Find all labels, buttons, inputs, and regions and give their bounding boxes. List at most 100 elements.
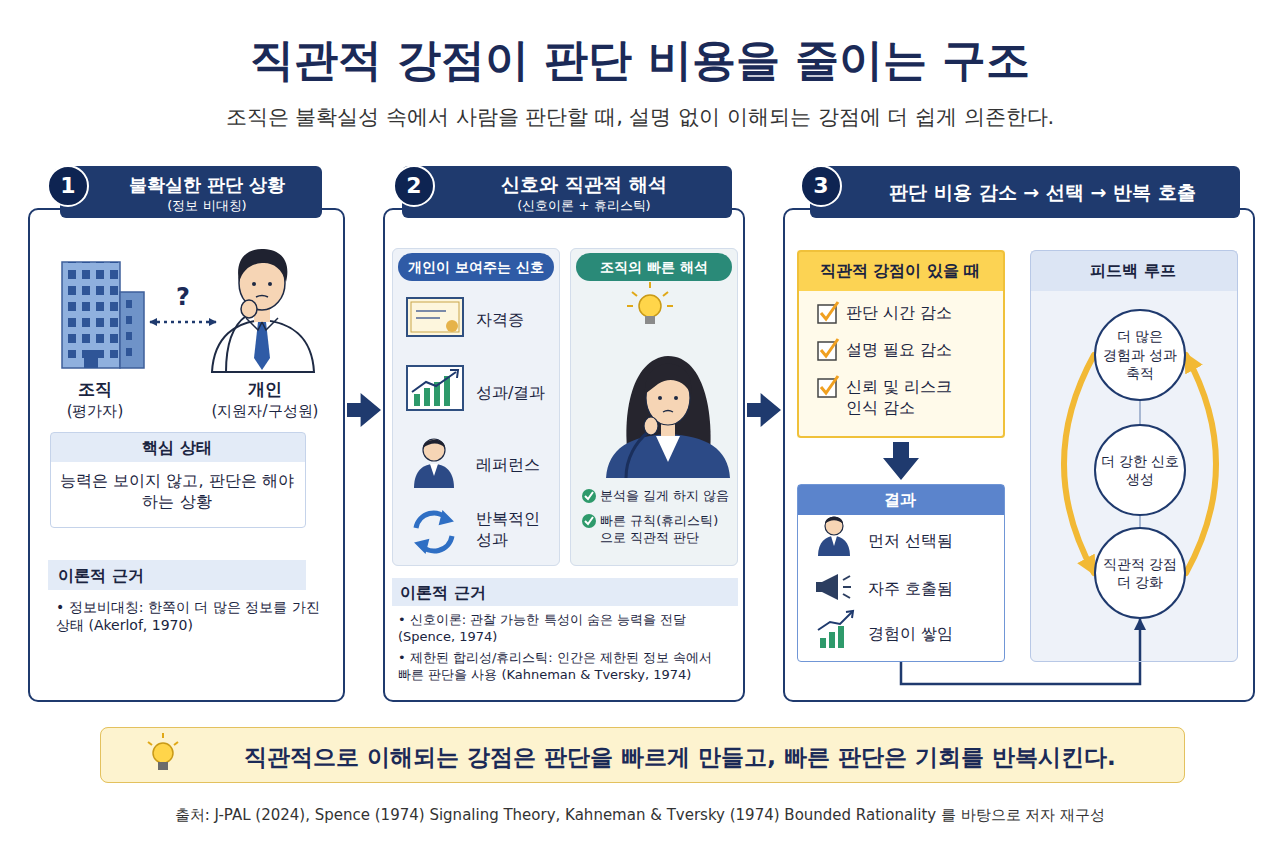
header-pill	[398, 253, 554, 281]
megaphone-icon	[816, 574, 851, 600]
result-box: 결과먼저 선택됨자주 호출됨경험이 쌓임	[797, 484, 1005, 662]
node-text: 자격증	[476, 309, 556, 330]
question-mark: ?	[168, 282, 198, 314]
state-box: 핵심 상태능력은 보이지 않고, 판단은 해야 하는 상황	[50, 432, 306, 528]
header-band	[1031, 251, 1237, 291]
node-heading: 개인이 보여주는 신호	[398, 258, 554, 276]
evaluator-figure	[606, 356, 730, 478]
actor-name: 조직	[40, 378, 150, 400]
repeat-icon	[416, 512, 452, 552]
loop-circle: 더 강한 신호 생성	[1094, 424, 1186, 516]
link-line	[1139, 516, 1141, 527]
node-text: 분석을 길게 하지 않음	[600, 487, 734, 504]
node-text: (정보 비대칭)	[92, 197, 322, 214]
node-text: 능력은 보이지 않고, 판단은 해야 하는 상황	[60, 470, 294, 512]
panel: 신호와 직관적 해석(신호이론 + 휴리스틱)2개인이 보여주는 신호자격증성과…	[383, 208, 745, 702]
node-heading: 조직의 빠른 해석	[576, 258, 732, 276]
interpretation-box: 조직의 빠른 해석분석을 길게 하지 않음빠른 규칙(휴리스틱)으로 직관적 판…	[570, 248, 738, 566]
node-heading: 더 강한 신호 생성	[1099, 452, 1181, 489]
node-text: 반복적인 성과	[476, 508, 550, 550]
step-number: 1	[47, 165, 89, 207]
theory-box: 이론적 근거 • 정보비대칭: 한쪽이 더 많은 정보를 가진 상태 (Akerl…	[48, 560, 340, 696]
caption: 출처: J-PAL (2024), Spence (1974) Signalin…	[20, 806, 1260, 826]
check-icon	[582, 489, 596, 528]
node-text: 레퍼런스	[476, 454, 556, 475]
theory-box: 이론적 근거 • 신호이론: 관찰 가능한 특성이 숨은 능력을 전달 (Spen…	[392, 578, 738, 698]
node-heading: 불확실한 판단 상황	[92, 173, 322, 197]
node-text: • 제한된 합리성/휴리스틱: 인간은 제한된 정보 속에서 빠른 판단을 사용…	[398, 649, 734, 683]
box-fill	[1030, 250, 1238, 662]
node-text: (신호이론 + 휴리스틱)	[436, 197, 732, 214]
loop-circle: 더 많은 경험과 성과 축적	[1094, 309, 1186, 401]
lightbulb-icon	[627, 282, 673, 324]
condition-box: 직관적 강점이 있을 때판단 시간 감소설명 필요 감소신뢰 및 리스크 인식 …	[797, 250, 1005, 438]
node-text: 자주 호출됨	[868, 578, 998, 599]
header-tab	[810, 166, 1240, 218]
subtitle: 조직은 불확실성 속에서 사람을 판단할 때, 설명 없이 이해되는 강점에 더…	[20, 104, 1260, 132]
checkbox-icon	[818, 302, 838, 397]
block-arrow	[347, 393, 381, 427]
node-heading: 더 많은 경험과 성과 축적	[1099, 327, 1181, 382]
node-heading: 이론적 근거	[58, 565, 298, 586]
link-line	[1139, 401, 1141, 424]
node-heading: 직관적 강점이 있을 때	[797, 260, 1003, 281]
band-fill	[100, 727, 1185, 783]
growth-chart-icon	[818, 611, 853, 648]
node-heading: 직관적으로 이해되는 강점은 판단을 빠르게 만들고, 빠른 판단은 기회를 반…	[185, 742, 1175, 772]
feedback-box: 피드백 루프더 많은 경험과 성과 축적더 강한 신호 생성직관적 강점 더 강…	[1030, 250, 1238, 662]
person-figure	[212, 249, 314, 372]
title: 직관적 강점이 판단 비용을 줄이는 구조	[0, 34, 1280, 87]
summary-band: 직관적으로 이해되는 강점은 판단을 빠르게 만들고, 빠른 판단은 기회를 반…	[100, 727, 1185, 783]
node-heading: 결과	[797, 489, 1003, 510]
loop-circle: 직관적 강점 더 강화	[1094, 527, 1186, 619]
node-text: 신뢰 및 리스크 인식 감소	[846, 376, 986, 418]
node-text: 먼저 선택됨	[868, 530, 998, 551]
actor-role: (평가자)	[40, 402, 150, 422]
header-pill	[576, 253, 732, 281]
block-arrow	[883, 442, 919, 480]
node-heading: 1	[60, 171, 75, 200]
box-fill	[392, 248, 560, 566]
node-text: 판단 시간 감소	[846, 302, 998, 323]
node-heading: 이론적 근거	[400, 582, 700, 603]
box-fill	[797, 250, 1005, 438]
header-tab	[60, 166, 322, 218]
loop-arrow	[1186, 355, 1216, 573]
step-number: 3	[800, 165, 842, 207]
box-fill	[570, 248, 738, 566]
header-band	[392, 578, 738, 606]
node-heading: 핵심 상태	[50, 437, 304, 458]
node-heading: 3	[813, 171, 828, 200]
uncertainty-arrow	[150, 321, 216, 324]
chart-icon	[407, 366, 463, 410]
actor-role: (지원자/구성원)	[192, 402, 338, 422]
node-text: • 신호이론: 관찰 가능한 특성이 숨은 능력을 전달 (Spence, 19…	[398, 611, 734, 645]
header-band	[798, 251, 1004, 291]
building-icon	[62, 262, 144, 368]
node-text: • 정보비대칭: 한쪽이 더 많은 정보를 가진 상태 (Akerlof, 19…	[56, 598, 336, 635]
block-arrow	[747, 393, 781, 427]
certificate-icon	[407, 298, 463, 336]
header-band	[51, 433, 305, 462]
node-heading: 피드백 루프	[1030, 260, 1236, 281]
reference-icon	[414, 439, 454, 488]
node-text: 성과/결과	[476, 382, 556, 403]
panel: 판단 비용 감소 → 선택 → 반복 호출3직관적 강점이 있을 때판단 시간 …	[783, 208, 1255, 702]
panel: 불확실한 판단 상황(정보 비대칭)1핵심 상태능력은 보이지 않고, 판단은 …	[28, 208, 345, 702]
actor-name: 개인	[205, 378, 325, 400]
node-text: 빠른 규칙(휴리스틱)으로 직관적 판단	[600, 512, 734, 546]
header-tab	[402, 166, 732, 218]
header-band	[798, 485, 1004, 515]
selected-person-icon	[818, 517, 850, 556]
node-text: 경험이 쌓임	[868, 623, 998, 644]
node-heading: 판단 비용 감소 → 선택 → 반복 호출	[850, 180, 1235, 205]
node-heading: 직관적 강점 더 강화	[1099, 555, 1181, 592]
node-heading: 신호와 직관적 해석	[436, 172, 732, 197]
lightbulb-icon	[148, 733, 178, 770]
node-heading: 2	[406, 171, 421, 200]
loop-arrow	[1064, 355, 1094, 573]
header-band	[48, 560, 306, 590]
step-number: 2	[393, 165, 435, 207]
signal-box: 개인이 보여주는 신호자격증성과/결과레퍼런스반복적인 성과	[392, 248, 560, 566]
